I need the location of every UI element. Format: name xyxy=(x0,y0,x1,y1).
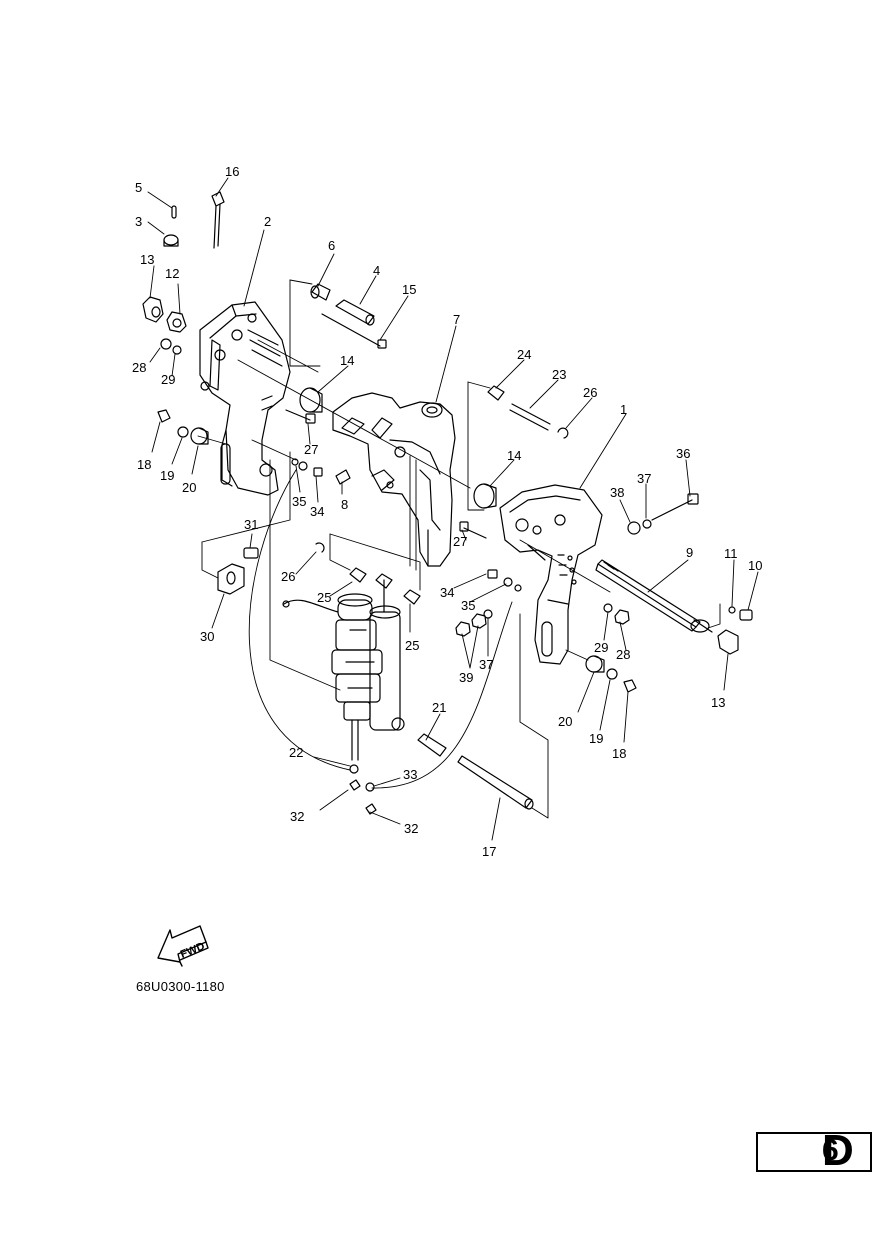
callout-37-right: 37 xyxy=(637,471,651,486)
callout-4: 4 xyxy=(373,263,380,278)
diagram-code: 68U0300-1180 xyxy=(136,979,225,994)
callout-6: 6 xyxy=(328,238,335,253)
callout-labels: 1 2 3 4 5 6 7 8 9 10 11 12 13 13 14 14 1… xyxy=(132,164,762,859)
callout-19-left: 19 xyxy=(160,468,174,483)
callout-26-right: 26 xyxy=(583,385,597,400)
callout-27-right: 27 xyxy=(453,534,467,549)
callout-37-lower: 37 xyxy=(479,657,493,672)
callout-38: 38 xyxy=(610,485,624,500)
callout-24: 24 xyxy=(517,347,531,362)
callout-35-left: 35 xyxy=(292,494,306,509)
callout-35-right: 35 xyxy=(461,598,475,613)
callout-22: 22 xyxy=(289,745,303,760)
leader-lines xyxy=(147,177,759,841)
callout-7: 7 xyxy=(453,312,460,327)
callout-32-left: 32 xyxy=(290,809,304,824)
right-clamp-bracket xyxy=(499,484,603,665)
callout-32-right: 32 xyxy=(404,821,418,836)
callout-26-left: 26 xyxy=(281,569,295,584)
callout-18-right: 18 xyxy=(612,746,626,761)
callout-39: 39 xyxy=(459,670,473,685)
callout-5: 5 xyxy=(135,180,142,195)
callout-25-right: 25 xyxy=(405,638,419,653)
callout-29-left: 29 xyxy=(161,372,175,387)
callout-18-left: 18 xyxy=(137,457,151,472)
callout-34-left: 34 xyxy=(310,504,324,519)
small-hardware xyxy=(142,191,753,815)
callout-14-right: 14 xyxy=(507,448,521,463)
callout-30: 30 xyxy=(200,629,214,644)
callout-15: 15 xyxy=(402,282,416,297)
callout-3: 3 xyxy=(135,214,142,229)
tilt-tube xyxy=(595,559,713,633)
callout-16: 16 xyxy=(225,164,239,179)
left-clamp-bracket xyxy=(199,301,291,496)
callout-20-left: 20 xyxy=(182,480,196,495)
callout-20-right: 20 xyxy=(558,714,572,729)
section-letter: D xyxy=(822,1126,854,1175)
tube-17 xyxy=(457,755,533,809)
callout-21: 21 xyxy=(432,700,446,715)
callout-13-right: 13 xyxy=(711,695,725,710)
callout-28-left: 28 xyxy=(132,360,146,375)
callout-13-left: 13 xyxy=(140,252,154,267)
callout-34-right: 34 xyxy=(440,585,454,600)
callout-23: 23 xyxy=(552,367,566,382)
callout-28-right: 28 xyxy=(616,647,630,662)
bushing-21 xyxy=(417,733,447,757)
callout-12: 12 xyxy=(165,266,179,281)
assembly-lines xyxy=(197,279,721,819)
callout-2: 2 xyxy=(264,214,271,229)
callout-25-left: 25 xyxy=(317,590,331,605)
callout-17: 17 xyxy=(482,844,496,859)
callout-10: 10 xyxy=(748,558,762,573)
callout-11: 11 xyxy=(724,546,738,561)
fwd-arrow-icon xyxy=(157,925,209,967)
callout-1: 1 xyxy=(620,402,627,417)
callout-8: 8 xyxy=(341,497,348,512)
callout-9: 9 xyxy=(686,545,693,560)
tilt-cylinder-assembly xyxy=(282,579,405,761)
callout-29-right: 29 xyxy=(594,640,608,655)
callout-19-right: 19 xyxy=(589,731,603,746)
tube-17-end xyxy=(524,798,534,810)
callout-14-left: 14 xyxy=(340,353,354,368)
swivel-bracket xyxy=(332,392,456,567)
callout-27-left: 27 xyxy=(304,442,318,457)
callout-33: 33 xyxy=(403,767,417,782)
section-number: 6 xyxy=(822,1134,839,1167)
callout-31: 31 xyxy=(244,517,258,532)
callout-36: 36 xyxy=(676,446,690,461)
